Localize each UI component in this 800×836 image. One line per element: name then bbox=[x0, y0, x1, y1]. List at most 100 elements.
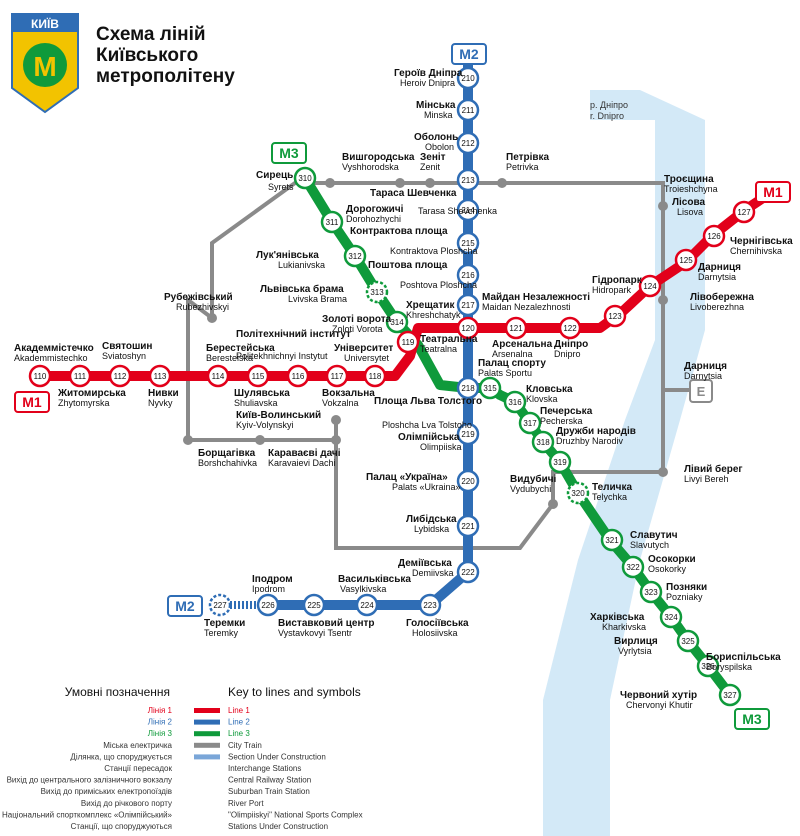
station-label-222-ua: Деміївська bbox=[398, 558, 452, 569]
station-label-111-ua: Житомирська bbox=[57, 388, 126, 399]
station-marker bbox=[286, 364, 310, 388]
station-label-310-ua: Сирець bbox=[256, 170, 293, 181]
station-label-226-en: Ipodrom bbox=[252, 584, 285, 594]
legend-symbol bbox=[194, 708, 220, 713]
legend-label-ua: Вихід до приміських електропоїздів bbox=[41, 787, 172, 796]
station-label-219-en: Olimpiiska bbox=[420, 442, 462, 452]
station-315: 315 bbox=[478, 376, 502, 400]
station-number: 118 bbox=[369, 372, 382, 381]
station-label-310-en: Syrets bbox=[268, 182, 294, 192]
train-label-livyi-bereh-ua: Лівий берег bbox=[684, 463, 743, 475]
station-label-210-ua: Героїв Дніпра bbox=[394, 68, 463, 79]
station-label-126-ua: Чернігівська bbox=[730, 236, 793, 247]
station-211: 211 bbox=[456, 98, 480, 122]
station-126: 126 bbox=[702, 224, 726, 248]
badge-m2-bottom: M2 bbox=[167, 595, 203, 617]
station-label-110-ua: Академмістечко bbox=[14, 343, 94, 354]
station-label-217-ua: Майдан Незалежності bbox=[482, 292, 590, 303]
station-210: 210 bbox=[456, 66, 480, 90]
station-marker bbox=[246, 364, 270, 388]
station-label-227-en: Teremky bbox=[204, 628, 239, 638]
legend-symbol bbox=[194, 719, 220, 725]
station-label-117-ua: Вокзальна bbox=[322, 388, 375, 399]
station-marker bbox=[456, 514, 480, 538]
station-number: 210 bbox=[461, 74, 475, 83]
station-number: 213 bbox=[461, 176, 475, 185]
station-314: 314 bbox=[385, 310, 409, 334]
station-label-212-ua: Оболонь bbox=[414, 131, 458, 143]
station-label-211-ua: Мінська bbox=[416, 100, 456, 111]
station-label-318-ua: Дружби народів bbox=[556, 425, 636, 437]
station-label-321-ua: Славутич bbox=[630, 530, 678, 541]
station-number: 214 bbox=[461, 206, 475, 215]
station-label-311-en: Dorohozhychi bbox=[346, 214, 401, 224]
station-number: 326 bbox=[701, 662, 715, 671]
train-label-vyshhorodska-en: Vyshhorodska bbox=[342, 162, 399, 172]
station-label-120-ua: Хрещатик bbox=[406, 300, 456, 311]
station-327: 327 bbox=[718, 683, 742, 707]
legend-label-ua: Станції, що споруджуються bbox=[71, 822, 172, 831]
legend-label-en: River Port bbox=[228, 799, 264, 808]
station-label-124-ua: Лівобережна bbox=[690, 291, 754, 303]
station-number: 218 bbox=[461, 384, 475, 393]
station-number: 211 bbox=[462, 106, 475, 115]
station-number: 321 bbox=[605, 536, 619, 545]
station-number: 317 bbox=[523, 419, 537, 428]
station-label-111-en: Zhytomyrska bbox=[58, 398, 110, 408]
station-number: 122 bbox=[563, 324, 577, 333]
station-label-112-ua: Святошин bbox=[102, 341, 152, 352]
badge-m3-bottom: M3 bbox=[734, 708, 770, 730]
legend-symbol bbox=[194, 801, 220, 806]
legend-label-en: Suburban Train Station bbox=[228, 787, 310, 796]
station-225: 225 bbox=[302, 593, 326, 617]
station-number: 319 bbox=[553, 458, 567, 467]
line-m3 bbox=[300, 175, 734, 699]
legend-label-ua: Лінія 3 bbox=[148, 729, 173, 738]
legend-label-en: Section Under Construction bbox=[228, 752, 326, 761]
station-label-221-ua: Либідська bbox=[406, 513, 457, 525]
station-marker bbox=[518, 411, 542, 435]
station-label-321-en: Slavutych bbox=[630, 540, 669, 550]
station-label-123-ua: Гідропарк bbox=[592, 275, 643, 286]
station-number: 221 bbox=[461, 522, 475, 531]
station-label-327-en: Chervonyi Khutir bbox=[626, 700, 693, 710]
station-214: 214 bbox=[456, 198, 480, 222]
station-number: 312 bbox=[348, 252, 362, 261]
train-label-darnytsia-ua: Дарниця bbox=[684, 361, 727, 372]
station-label-114-ua: Берестейська bbox=[206, 343, 275, 354]
station-218: 218 bbox=[456, 376, 480, 400]
station-number: 216 bbox=[461, 271, 475, 280]
station-label-317-en: Pecherska bbox=[540, 416, 583, 426]
badge-m2-top: M2 bbox=[451, 43, 487, 65]
station-label-313-en: Lvivska Brama bbox=[288, 294, 347, 304]
station-label-317-ua: Печерська bbox=[540, 406, 593, 417]
station-label-117-en: Vokzalna bbox=[322, 398, 359, 408]
station-label-115-en: Shuliavska bbox=[234, 398, 278, 408]
station-marker bbox=[638, 274, 662, 298]
legend-symbol bbox=[194, 778, 220, 783]
badge-m3-top: M3 bbox=[271, 142, 307, 164]
station-label-226-ua: Іподром bbox=[252, 574, 293, 585]
svg-text:M2: M2 bbox=[175, 598, 195, 614]
kyiv-metro-logo: КИЇВ M bbox=[11, 13, 79, 114]
station-marker bbox=[456, 422, 480, 446]
station-marker bbox=[702, 224, 726, 248]
station-marker bbox=[456, 293, 480, 317]
map-title-2: Київського bbox=[96, 45, 198, 66]
legend-label-ua: Вихід до річкового порту bbox=[81, 799, 172, 808]
station-212: 212 bbox=[456, 131, 480, 155]
station-label-113-ua: Нивки bbox=[148, 388, 179, 399]
legend-row: Вихід до центрального залізничного вокза… bbox=[7, 776, 312, 785]
station-label-123-en: Hidropark bbox=[592, 285, 632, 295]
station-marker bbox=[456, 198, 480, 222]
station-marker bbox=[504, 316, 528, 340]
station-number: 125 bbox=[679, 256, 693, 265]
legend-symbol bbox=[194, 812, 220, 817]
station-marker bbox=[718, 683, 742, 707]
svg-text:M1: M1 bbox=[22, 394, 42, 410]
station-marker bbox=[531, 430, 555, 454]
station-marker bbox=[256, 593, 280, 617]
legend-symbol bbox=[194, 754, 220, 760]
station-label-324-ua: Харківська bbox=[590, 612, 645, 623]
